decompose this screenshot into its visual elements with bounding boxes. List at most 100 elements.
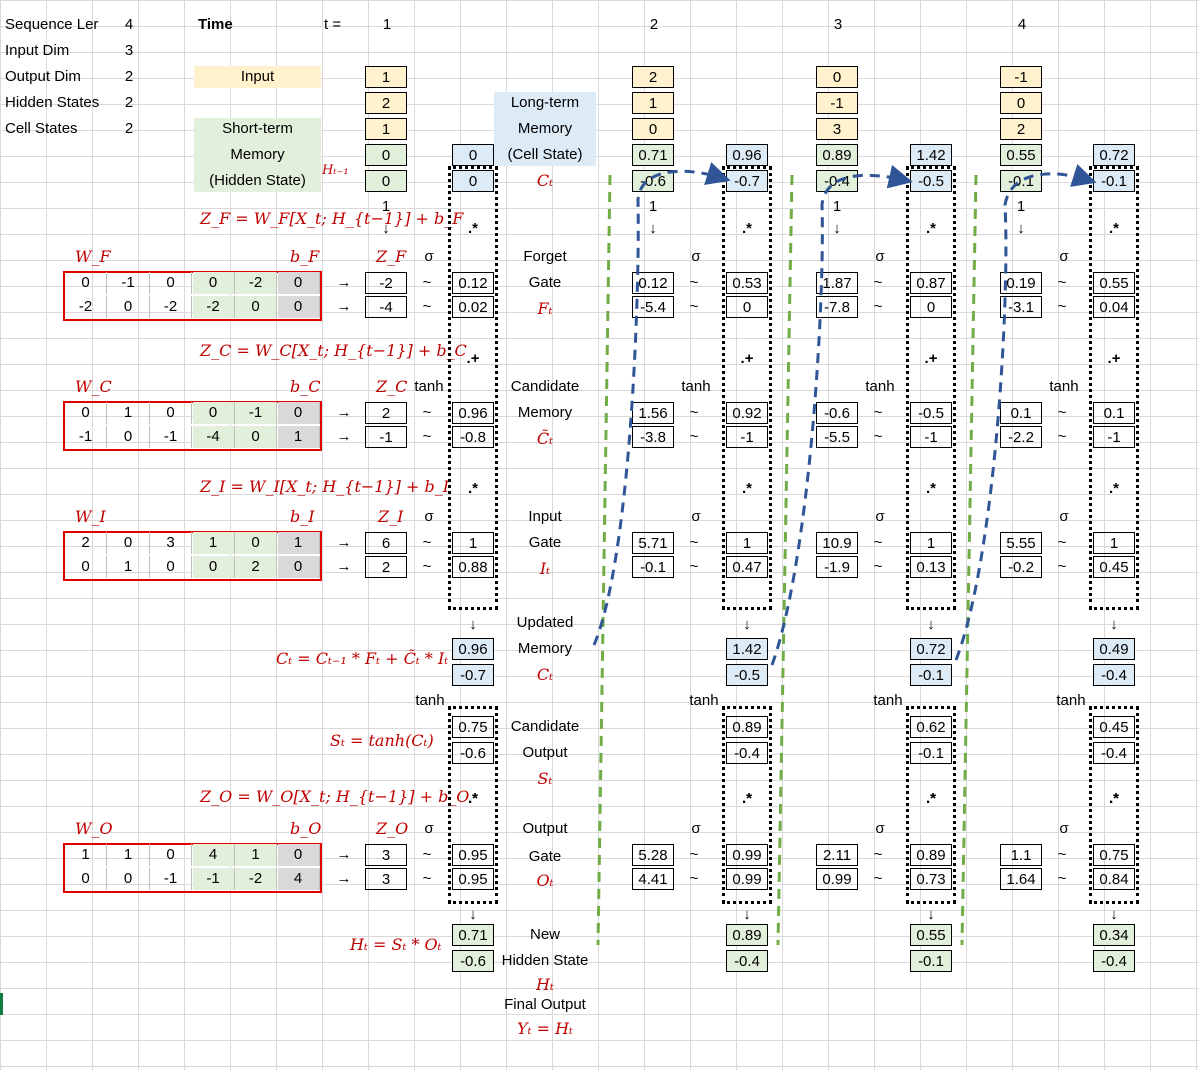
zf-value-cell[interactable]: -7.8 — [816, 296, 858, 318]
seq-len-value[interactable]: 4 — [124, 16, 134, 33]
h-prev-cell[interactable]: 0 — [365, 170, 407, 192]
zo-value-cell[interactable]: 0.99 — [816, 868, 858, 890]
zi-value-cell[interactable]: 10.9 — [816, 532, 858, 554]
input-x-cell[interactable]: 2 — [1000, 118, 1042, 140]
i-gate-cell[interactable]: 0.45 — [1093, 556, 1135, 578]
wo-cell[interactable]: 4 — [192, 844, 235, 866]
wf-cell[interactable]: 0 — [235, 296, 277, 318]
s-output-cell[interactable]: 0.62 — [910, 716, 952, 738]
wi-cell[interactable]: 0 — [150, 556, 192, 578]
zf-value-cell[interactable]: 0.12 — [632, 272, 674, 294]
h-new-cell[interactable]: 0.71 — [452, 924, 494, 946]
wi-cell[interactable]: 0 — [108, 532, 150, 554]
input-x-cell[interactable]: 0 — [632, 118, 674, 140]
f-gate-cell[interactable]: 0 — [726, 296, 768, 318]
c-prev-cell[interactable]: 1.42 — [910, 144, 952, 166]
zi-value-cell[interactable]: 5.55 — [1000, 532, 1042, 554]
wi-cell[interactable]: 1 — [108, 556, 150, 578]
i-gate-cell[interactable]: 1 — [452, 532, 494, 554]
wo-cell[interactable]: -1 — [150, 868, 192, 890]
wi-cell[interactable]: 2 — [235, 556, 277, 578]
zi-value-cell[interactable]: -1.9 — [816, 556, 858, 578]
wc-cell[interactable]: 0 — [277, 402, 320, 424]
h-new-cell[interactable]: 0.34 — [1093, 924, 1135, 946]
f-gate-cell[interactable]: 0.87 — [910, 272, 952, 294]
s-output-cell[interactable]: -0.4 — [1093, 742, 1135, 764]
zc-value-cell[interactable]: -3.8 — [632, 426, 674, 448]
zo-value-cell[interactable]: 2.11 — [816, 844, 858, 866]
c-updated-cell[interactable]: 1.42 — [726, 638, 768, 660]
zo-value-cell[interactable]: 5.28 — [632, 844, 674, 866]
input-x-cell[interactable]: 1 — [632, 92, 674, 114]
h-prev-cell[interactable]: -0.1 — [1000, 170, 1042, 192]
c-updated-cell[interactable]: -0.4 — [1093, 664, 1135, 686]
wi-cell[interactable]: 2 — [65, 532, 107, 554]
ct-gate-cell[interactable]: 0.96 — [452, 402, 494, 424]
zf-value-cell[interactable]: -3.1 — [1000, 296, 1042, 318]
wi-cell[interactable]: 0 — [65, 556, 107, 578]
wf-cell[interactable]: 0 — [277, 296, 320, 318]
h-prev-cell[interactable]: 0.71 — [632, 144, 674, 166]
wf-cell[interactable]: 0 — [108, 296, 150, 318]
c-prev-cell[interactable]: 0.72 — [1093, 144, 1135, 166]
h-prev-cell[interactable]: 0 — [365, 144, 407, 166]
wo-cell[interactable]: 0 — [65, 868, 107, 890]
f-gate-cell[interactable]: 0.12 — [452, 272, 494, 294]
ct-gate-cell[interactable]: -1 — [726, 426, 768, 448]
wo-cell[interactable]: 0 — [108, 868, 150, 890]
o-gate-cell[interactable]: 0.84 — [1093, 868, 1135, 890]
c-updated-cell[interactable]: -0.7 — [452, 664, 494, 686]
h-prev-cell[interactable]: -0.6 — [632, 170, 674, 192]
zc-value-cell[interactable]: -0.6 — [816, 402, 858, 424]
wo-cell[interactable]: 1 — [65, 844, 107, 866]
wc-cell[interactable]: -4 — [192, 426, 235, 448]
f-gate-cell[interactable]: 0.04 — [1093, 296, 1135, 318]
wo-cell[interactable]: -2 — [235, 868, 277, 890]
wc-cell[interactable]: 0 — [192, 402, 235, 424]
zc-value-cell[interactable]: -1 — [365, 426, 407, 448]
c-updated-cell[interactable]: 0.72 — [910, 638, 952, 660]
zc-value-cell[interactable]: 0.1 — [1000, 402, 1042, 424]
f-gate-cell[interactable]: 0.55 — [1093, 272, 1135, 294]
ct-gate-cell[interactable]: 0.1 — [1093, 402, 1135, 424]
wo-cell[interactable]: 4 — [277, 868, 320, 890]
seq-len-label[interactable]: Sequence Ler — [5, 16, 99, 33]
i-gate-cell[interactable]: 1 — [726, 532, 768, 554]
wf-cell[interactable]: -2 — [65, 296, 107, 318]
wc-cell[interactable]: -1 — [65, 426, 107, 448]
zi-value-cell[interactable]: -0.1 — [632, 556, 674, 578]
hidden-states-value[interactable]: 2 — [124, 94, 134, 111]
zf-value-cell[interactable]: -5.4 — [632, 296, 674, 318]
wc-cell[interactable]: 0 — [150, 402, 192, 424]
h-new-cell[interactable]: -0.4 — [1093, 950, 1135, 972]
cell-states-value[interactable]: 2 — [124, 120, 134, 137]
o-gate-cell[interactable]: 0.89 — [910, 844, 952, 866]
h-new-cell[interactable]: 0.55 — [910, 924, 952, 946]
h-new-cell[interactable]: -0.1 — [910, 950, 952, 972]
s-output-cell[interactable]: 0.45 — [1093, 716, 1135, 738]
input-x-cell[interactable]: 3 — [816, 118, 858, 140]
c-updated-cell[interactable]: -0.5 — [726, 664, 768, 686]
o-gate-cell[interactable]: 0.99 — [726, 844, 768, 866]
o-gate-cell[interactable]: 0.75 — [1093, 844, 1135, 866]
h-new-cell[interactable]: -0.4 — [726, 950, 768, 972]
input-x-cell[interactable]: 2 — [365, 92, 407, 114]
f-gate-cell[interactable]: 0 — [910, 296, 952, 318]
input-x-cell[interactable]: 2 — [632, 66, 674, 88]
zi-value-cell[interactable]: 2 — [365, 556, 407, 578]
wo-cell[interactable]: -1 — [192, 868, 235, 890]
i-gate-cell[interactable]: 1 — [1093, 532, 1135, 554]
wc-cell[interactable]: 1 — [108, 402, 150, 424]
c-prev-cell[interactable]: -0.1 — [1093, 170, 1135, 192]
h-prev-cell[interactable]: 0.89 — [816, 144, 858, 166]
c-prev-cell[interactable]: -0.7 — [726, 170, 768, 192]
s-output-cell[interactable]: 0.89 — [726, 716, 768, 738]
zc-value-cell[interactable]: -2.2 — [1000, 426, 1042, 448]
zf-value-cell[interactable]: 0.19 — [1000, 272, 1042, 294]
zc-value-cell[interactable]: 1.56 — [632, 402, 674, 424]
zf-value-cell[interactable]: -2 — [365, 272, 407, 294]
input-x-cell[interactable]: -1 — [1000, 66, 1042, 88]
wf-cell[interactable]: -2 — [235, 272, 277, 294]
input-dim-label[interactable]: Input Dim — [5, 42, 70, 59]
ct-gate-cell[interactable]: 0.92 — [726, 402, 768, 424]
